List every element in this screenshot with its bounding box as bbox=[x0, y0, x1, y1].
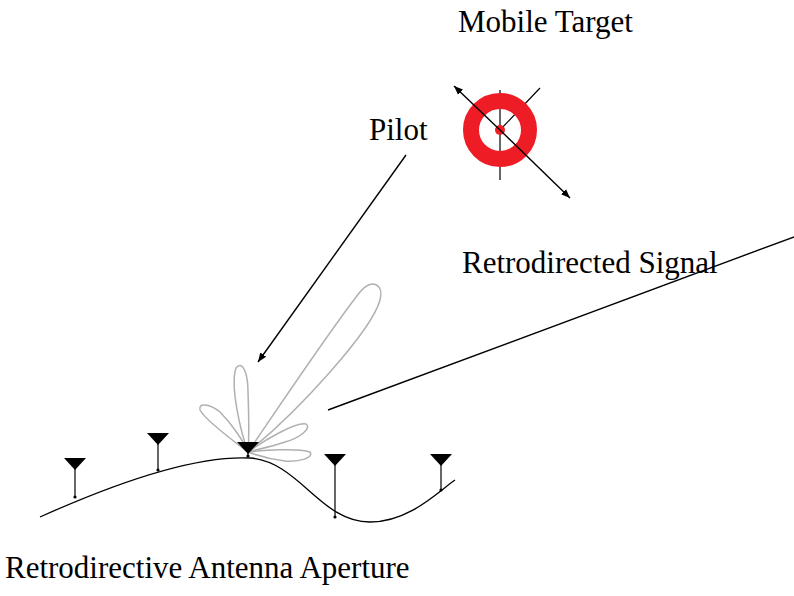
signal-label: Pilot bbox=[369, 112, 428, 148]
beam-lobes bbox=[200, 284, 381, 461]
signal-arrow bbox=[328, 212, 794, 410]
antenna-element bbox=[237, 442, 259, 458]
main-lobe bbox=[248, 284, 381, 452]
antenna-element bbox=[64, 458, 86, 499]
target-label: Mobile Target bbox=[458, 4, 633, 40]
antenna-element bbox=[430, 454, 452, 492]
antenna-element bbox=[147, 433, 169, 472]
signal-label: Retrodirected Signal bbox=[462, 245, 718, 281]
aperture-label: Retrodirective Antenna Aperture bbox=[5, 550, 410, 586]
side-lobe bbox=[248, 424, 308, 452]
signal-arrow bbox=[258, 155, 406, 362]
antenna-aperture: Retrodirective Antenna Aperture bbox=[0, 350, 560, 595]
mobile-target: Mobile Target bbox=[395, 0, 725, 216]
side-lobe bbox=[234, 365, 249, 452]
antenna-element bbox=[324, 454, 346, 519]
motion-arrow bbox=[500, 130, 570, 198]
aperture-surface bbox=[40, 458, 455, 522]
motion-arrow bbox=[454, 86, 500, 130]
